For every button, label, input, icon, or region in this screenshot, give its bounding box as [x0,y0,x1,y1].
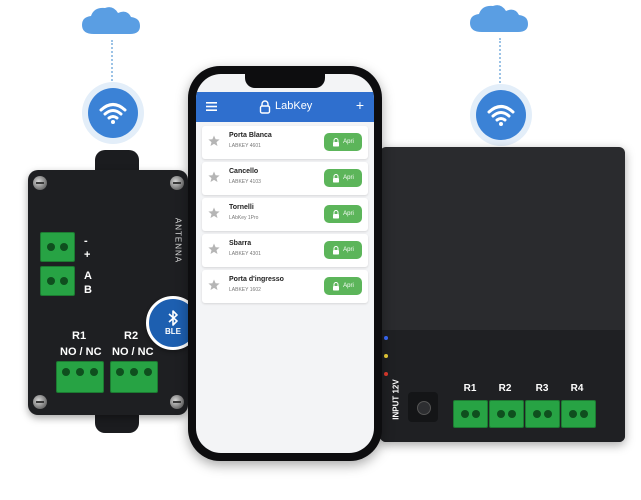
screw [170,395,184,409]
relay-type-label: NO / NC [60,346,102,358]
relay-label: R1 [72,330,87,342]
door-name: Cancello [229,168,259,175]
open-button[interactable]: Apri [324,169,362,187]
open-button-label: Apri [343,175,354,181]
antenna-label: ANTENNA [173,217,183,264]
status-led [384,372,388,376]
list-item: Tornelli LAbKey 1Pro Apri [202,198,368,231]
connection-line [499,38,501,83]
terminal-label: + [84,249,91,261]
open-button[interactable]: Apri [324,205,362,223]
door-name: Sbarra [229,240,252,247]
list-item: Sbarra LABKEY 4301 Apri [202,234,368,267]
relay-label: R2 [498,383,512,394]
door-id: LABKEY 4301 [229,251,261,257]
door-id: LABKEY 4601 [229,143,261,149]
door-list: Porta Blanca LABKEY 4601 Apri Cancello L… [202,126,368,306]
lock-icon [333,209,340,218]
wifi-icon [88,88,138,138]
screw [170,176,184,190]
relay-type-label: NO / NC [112,346,154,358]
lock-icon [333,137,340,146]
cloud-icon [470,5,528,32]
lock-icon [333,173,340,182]
relay-label: R1 [463,383,477,394]
app-screen: LabKey + Porta Blanca LABKEY 4601 Apri C… [196,74,374,453]
list-item: Porta d'ingresso LABKEY 1602 Apri [202,270,368,303]
terminal-label: A [84,270,92,282]
relay-label: R4 [570,383,584,394]
status-led [384,336,388,340]
ble-label: BLE [165,327,181,336]
door-name: Porta Blanca [229,132,272,139]
door-id: LAbKey 1Pro [229,215,259,221]
input-label: INPUT 12V [391,379,401,420]
screw [33,395,47,409]
list-item: Cancello LABKEY 4103 Apri [202,162,368,195]
open-button[interactable]: Apri [324,241,362,259]
terminal-label: - [84,235,88,247]
power-jack [408,392,438,422]
phone-notch [245,74,325,88]
app-title: LabKey [275,100,313,112]
relay-terminal [489,400,524,428]
star-icon[interactable] [208,171,220,183]
star-icon[interactable] [208,135,220,147]
cloud-icon [82,7,140,34]
relay-terminal [561,400,596,428]
open-button-label: Apri [343,247,354,253]
star-icon[interactable] [208,207,220,219]
open-button-label: Apri [343,139,354,145]
relay-label: R3 [535,383,549,394]
star-icon[interactable] [208,279,220,291]
screw [33,176,47,190]
rs485-terminal [40,232,75,262]
list-item: Porta Blanca LABKEY 4601 Apri [202,126,368,159]
rs485-terminal [40,266,75,296]
bluetooth-icon [168,310,178,326]
door-id: LABKEY 1602 [229,287,261,293]
hamburger-menu-icon[interactable] [206,102,217,111]
plus-icon[interactable]: + [355,97,364,113]
relay-terminal [56,361,104,393]
star-icon[interactable] [208,243,220,255]
labkey-logo-icon [259,100,271,114]
door-name: Porta d'ingresso [229,276,284,283]
relay-label: R2 [124,330,139,342]
wifi-icon [476,90,526,140]
lock-icon [333,281,340,290]
open-button[interactable]: Apri [324,277,362,295]
connection-line [111,40,113,85]
open-button[interactable]: Apri [324,133,362,151]
door-name: Tornelli [229,204,254,211]
open-button-label: Apri [343,211,354,217]
door-id: LABKEY 4103 [229,179,261,185]
relay-terminal [525,400,560,428]
lock-icon [333,245,340,254]
app-header: LabKey + [196,92,374,122]
relay-terminal [110,361,158,393]
terminal-label: B [84,284,92,296]
status-led [384,354,388,358]
relay-terminal [453,400,488,428]
open-button-label: Apri [343,283,354,289]
